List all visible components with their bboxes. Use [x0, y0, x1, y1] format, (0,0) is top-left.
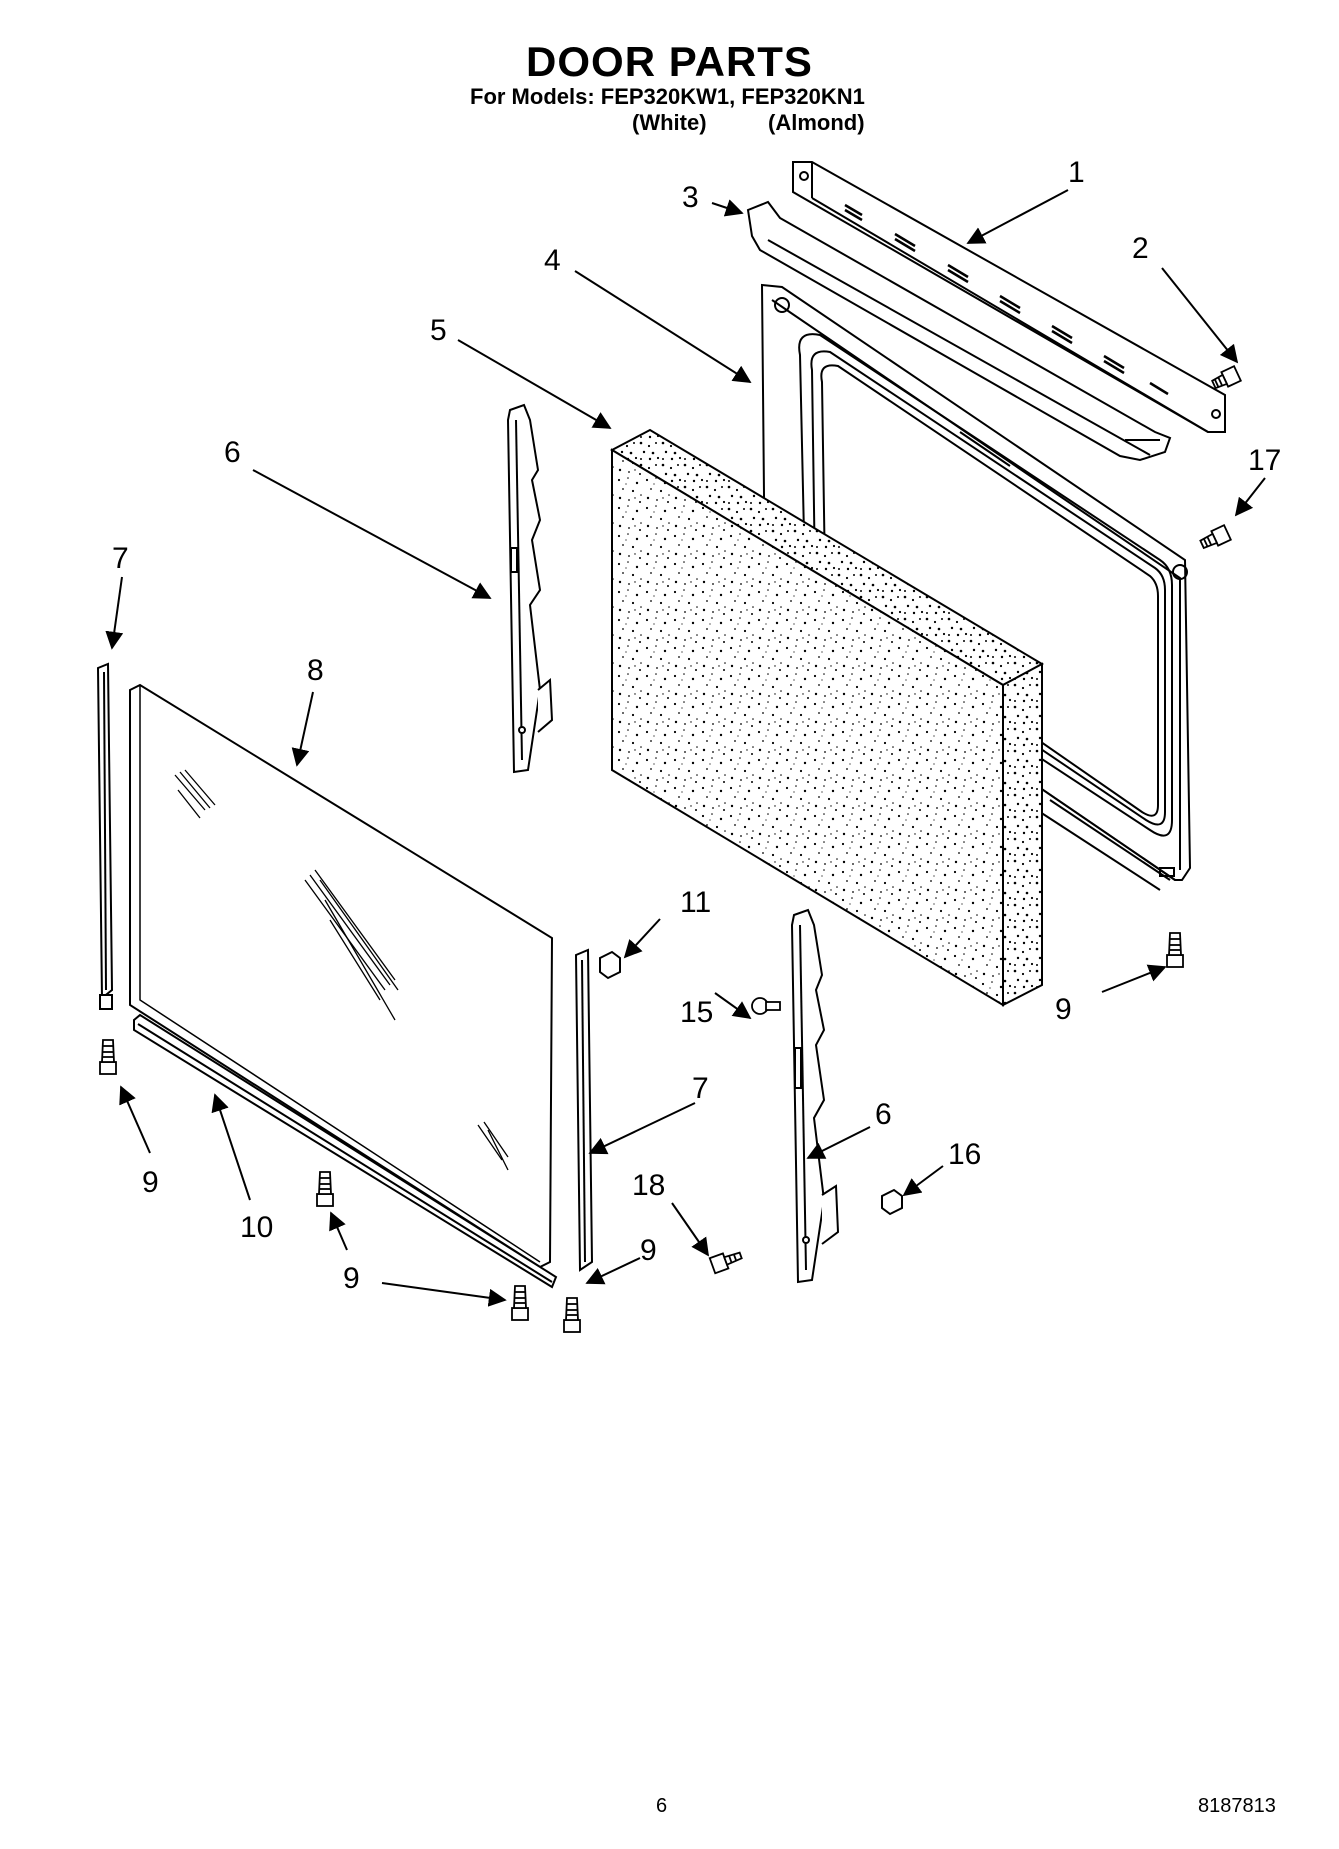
- door-handle-part-3: [746, 200, 1172, 462]
- callout-9b: 9: [343, 1262, 360, 1295]
- screw-part-9-b: [316, 1171, 334, 1207]
- leader-8: [291, 691, 314, 767]
- leader-2: [1161, 267, 1239, 364]
- vent-trim-part-1: [792, 161, 1226, 433]
- callout-11: 11: [680, 886, 711, 919]
- callout-8: 8: [307, 654, 324, 687]
- leader-18: [671, 1202, 710, 1257]
- bottom-trim-part-10: [133, 1013, 558, 1289]
- callout-18: 18: [632, 1169, 665, 1202]
- callout-5: 5: [430, 314, 447, 347]
- leader-9d: [585, 1257, 641, 1285]
- page-number: 6: [656, 1795, 668, 1817]
- leader-3: [711, 199, 744, 217]
- screw-part-15: [751, 997, 781, 1015]
- screw-part-9-c: [511, 1285, 529, 1321]
- models-line: For Models: FEP320KW1, FEP320KN1: [470, 84, 865, 109]
- leader-11: [623, 918, 661, 959]
- callout-7b: 7: [692, 1072, 709, 1105]
- variant-white: (White): [632, 110, 707, 135]
- hinge-channel-part-6-lower: [790, 908, 840, 1284]
- screw-part-18: [708, 1251, 743, 1275]
- callout-2: 2: [1132, 232, 1149, 265]
- screw-part-9-d: [563, 1297, 581, 1333]
- callout-15: 15: [680, 996, 713, 1029]
- callout-9a: 9: [142, 1166, 159, 1199]
- callout-9e: 9: [1055, 993, 1072, 1026]
- document-number: 8187813: [1198, 1795, 1276, 1817]
- callout-3: 3: [682, 181, 699, 214]
- leader-15: [714, 992, 752, 1020]
- callout-4: 4: [544, 244, 561, 277]
- side-trim-part-7-left: [96, 662, 114, 1010]
- callout-1: 1: [1068, 156, 1085, 189]
- page-title: DOOR PARTS: [526, 38, 813, 85]
- insulation-pad-part-5: [609, 428, 1045, 1007]
- callout-16: 16: [948, 1138, 981, 1171]
- leader-9e: [1101, 964, 1167, 993]
- screw-part-17: [1199, 524, 1233, 550]
- leader-6b: [806, 1126, 871, 1159]
- hinge-channel-part-6-upper: [506, 403, 554, 774]
- leader-9c: [381, 1282, 507, 1307]
- leader-7a: [105, 576, 124, 650]
- leader-9b: [329, 1211, 348, 1251]
- leader-5: [457, 339, 612, 429]
- callout-9d: 9: [640, 1234, 657, 1267]
- leader-lines: [105, 189, 1266, 1307]
- screw-part-2: [1211, 365, 1243, 390]
- leader-7b: [588, 1102, 696, 1155]
- callout-10: 10: [240, 1211, 273, 1244]
- clip-part-16: [881, 1188, 903, 1216]
- callout-6b: 6: [875, 1098, 892, 1131]
- variant-almond: (Almond): [768, 110, 865, 135]
- leader-9a: [119, 1085, 151, 1154]
- callout-6a: 6: [224, 436, 241, 469]
- screw-part-9-e: [1166, 932, 1184, 968]
- leader-16: [902, 1165, 944, 1197]
- leader-6a: [252, 469, 492, 599]
- side-trim-part-7-right: [574, 948, 594, 1272]
- leader-17: [1234, 477, 1266, 517]
- screw-part-9-a: [99, 1039, 117, 1075]
- leader-1: [966, 189, 1069, 244]
- leader-10: [211, 1093, 251, 1201]
- clip-part-11: [599, 950, 621, 980]
- callout-7a: 7: [112, 542, 129, 575]
- outer-glass-part-8: [129, 683, 554, 1269]
- leader-4: [574, 270, 752, 383]
- callout-17: 17: [1248, 444, 1281, 477]
